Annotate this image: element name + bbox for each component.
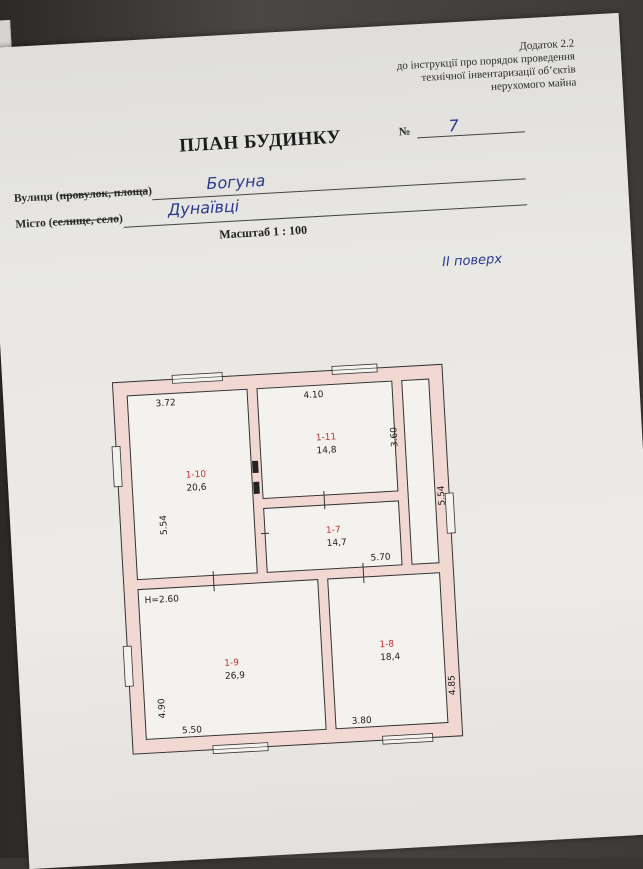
city-label-a: Місто ( xyxy=(15,217,53,231)
floor-plan: 3.72 4.10 5.54 3.60 5.54 5.70 H=2.60 4.9… xyxy=(101,337,483,766)
street-label-strike: провулок, площа xyxy=(59,185,148,202)
room-1-10-area-value: 20,6 xyxy=(186,483,207,494)
floor-note: II поверх xyxy=(442,252,503,270)
scale-label: Масштаб 1 : 100 xyxy=(219,223,308,243)
dim-corridor-width: 5.70 xyxy=(370,552,391,563)
dim-lower-right-width: 3.80 xyxy=(351,716,372,727)
room-1-9-area-value: 26,9 xyxy=(225,671,246,682)
chimney-mark-2 xyxy=(253,482,260,494)
window-left-upper xyxy=(112,446,122,486)
page-title: ПЛАН БУДИНКУ xyxy=(179,127,342,158)
city-label-strike: селище, село xyxy=(52,213,119,229)
room-1-11-id: 1-11 xyxy=(316,432,337,443)
dim-right-height: 5.54 xyxy=(437,485,448,506)
dim-mid-height: 3.60 xyxy=(389,426,400,447)
window-left-lower xyxy=(123,646,133,686)
room-1-7-id: 1-7 xyxy=(326,525,341,536)
dim-lower-left-height: 4.90 xyxy=(157,698,168,719)
street-label: Вулиця (провулок, площа) xyxy=(14,185,153,205)
document-page: Додаток 2.2 до інструкції про порядок пр… xyxy=(0,13,643,869)
street-value: Богуна xyxy=(206,171,266,193)
room-1-8-area-value: 18,4 xyxy=(380,652,401,663)
city-label-b: ) xyxy=(119,213,124,225)
dim-upper-left-height: 5.54 xyxy=(159,514,170,535)
room-1-9-id: 1-9 xyxy=(224,658,240,669)
dim-lower-right-height: 4.85 xyxy=(447,675,458,696)
room-1-10-id: 1-10 xyxy=(185,470,206,481)
number-label: № xyxy=(399,126,411,139)
number-underline xyxy=(417,130,525,138)
dim-top-mid-width: 4.10 xyxy=(303,390,324,401)
room-1-7-area-value: 14,7 xyxy=(326,538,347,549)
annex-block: Додаток 2.2 до інструкції про порядок пр… xyxy=(396,37,577,99)
room-1-11-area-value: 14,8 xyxy=(316,445,337,456)
room-1-8-area xyxy=(328,573,448,729)
dim-lower-left-width: 5.50 xyxy=(182,725,203,736)
number-value: 7 xyxy=(448,116,459,136)
chimney-mark-1 xyxy=(252,461,259,473)
room-1-8-id: 1-8 xyxy=(379,639,395,650)
street-label-a: Вулиця ( xyxy=(14,190,60,205)
street-label-b: ) xyxy=(148,185,153,197)
dim-ceiling-height: H=2.60 xyxy=(144,594,179,606)
city-value: Дунаївці xyxy=(167,196,239,219)
city-label: Місто (селище, село) xyxy=(15,213,123,231)
dim-top-left-width: 3.72 xyxy=(155,398,176,409)
